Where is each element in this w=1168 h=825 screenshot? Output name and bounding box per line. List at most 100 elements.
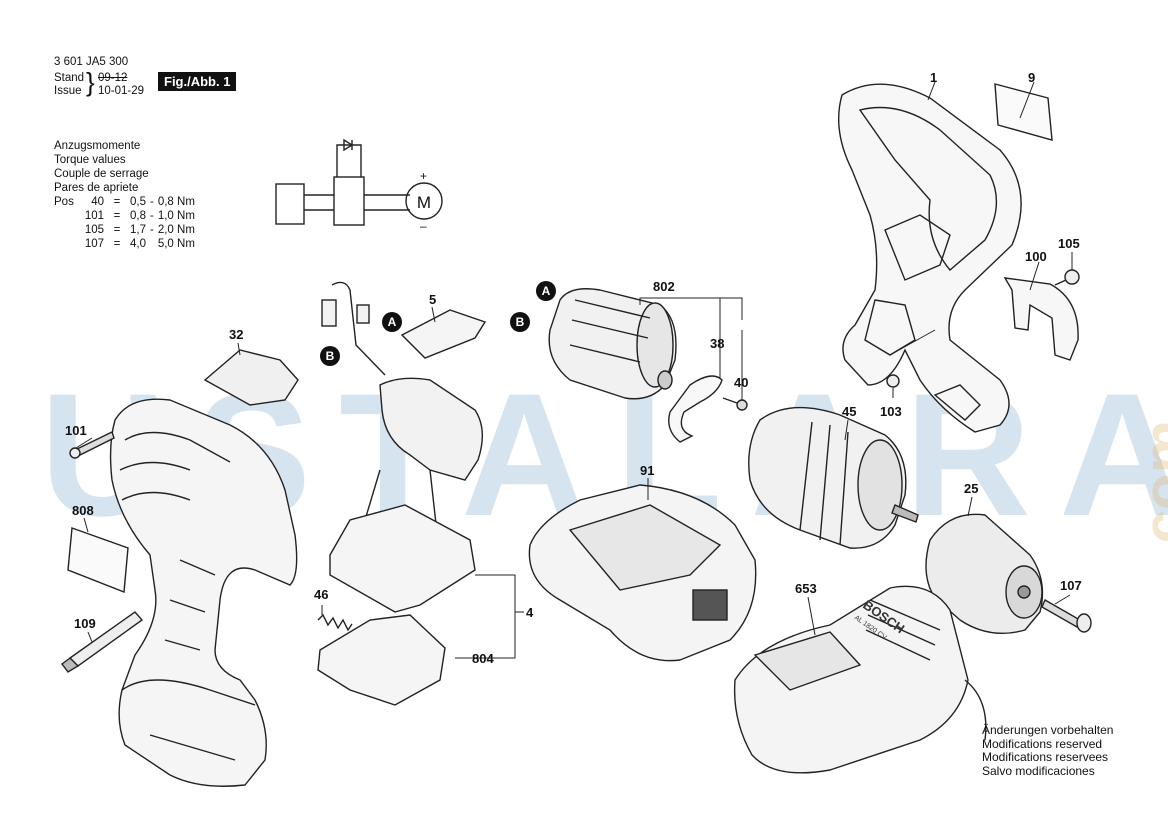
torque-max: 0,8 Nm <box>157 196 195 208</box>
motor-minus: – <box>420 219 427 233</box>
torque-eq: = <box>113 224 121 236</box>
torque-eq: = <box>113 210 121 222</box>
part-label-32: 32 <box>229 327 244 342</box>
torque-sep: - <box>150 210 154 222</box>
part-label-40: 40 <box>734 375 749 390</box>
torque-heading-4: Pares de apriete <box>54 182 139 194</box>
contact-plate <box>317 614 446 706</box>
torque-heading-3: Couple de serrage <box>54 168 149 180</box>
part-label-45: 45 <box>842 404 857 419</box>
torque-row: 107 = 4,0 5,0 Nm <box>54 237 199 251</box>
torque-row: Pos 40 = 0,5 - 0,8 Nm <box>54 195 199 209</box>
figure-label: Fig./Abb. 1 <box>158 72 237 91</box>
old-date: 09-12 <box>98 72 128 84</box>
housing-half <box>837 83 1022 433</box>
new-date: 10-01-29 <box>98 85 145 97</box>
torque-min: 0,5 <box>130 196 146 208</box>
part-label-9: 9 <box>1028 70 1036 85</box>
diode-symbol <box>343 138 354 152</box>
part-label-100: 100 <box>1025 249 1047 264</box>
brace: } <box>86 67 95 97</box>
part-label-804: 804 <box>472 651 494 666</box>
drill-housing <box>109 398 298 787</box>
part-label-38: 38 <box>710 336 725 351</box>
note-line: Änderungen vorbehalten <box>982 723 1114 737</box>
part-label-91: 91 <box>640 463 655 478</box>
label-sticker <box>994 83 1053 141</box>
warning-label <box>67 527 129 593</box>
part-label-105: 105 <box>1058 236 1080 251</box>
motor-plus: + <box>420 169 427 183</box>
screw-103 <box>886 374 900 388</box>
part-label-1: 1 <box>930 70 938 85</box>
switch-block <box>333 176 365 226</box>
chuck <box>925 513 1044 635</box>
charger <box>733 585 987 774</box>
part-label-5: 5 <box>429 292 437 307</box>
torque-table: Anzugsmomente Torque values Couple de se… <box>54 139 199 251</box>
leader-lines <box>75 81 1073 659</box>
torque-eq: = <box>113 238 121 250</box>
note-line: Modifications reservees <box>982 750 1109 764</box>
part-label-4: 4 <box>526 605 534 620</box>
part-label-25: 25 <box>964 481 979 496</box>
direction-switch <box>203 349 299 406</box>
connector-b-badge: B <box>320 346 340 366</box>
part-number: 3 601 JA5 300 <box>54 56 129 68</box>
screw-101 <box>69 431 115 459</box>
screw-105 <box>1054 269 1080 286</box>
motor-symbol <box>405 182 443 220</box>
torque-pos: 101 <box>84 210 104 222</box>
torque-eq: = <box>113 196 121 208</box>
torque-pos-label: Pos <box>54 196 74 208</box>
switch-base-plate <box>329 504 476 613</box>
torque-heading-2: Torque values <box>54 154 126 166</box>
connector-a-badge: A <box>382 312 402 332</box>
torque-pos: 40 <box>91 196 104 208</box>
torque-max: 5,0 Nm <box>157 238 195 250</box>
torque-max: 2,0 Nm <box>157 224 195 236</box>
connector-a-badge: A <box>536 281 556 301</box>
torque-min: 4,0 <box>130 238 146 250</box>
stand-label: Stand <box>54 72 85 84</box>
part-label-808: 808 <box>72 503 94 518</box>
torque-heading-1: Anzugsmomente <box>54 140 141 152</box>
switch-cap <box>400 309 487 359</box>
part-label-107: 107 <box>1060 578 1082 593</box>
torque-sep: - <box>150 196 154 208</box>
part-label-802: 802 <box>653 279 675 294</box>
spring <box>317 613 353 632</box>
switch-assembly <box>321 281 483 561</box>
torque-rows: Pos 40 = 0,5 - 0,8 Nm 101 = 0,8 - 1,0 Nm… <box>54 195 199 251</box>
motor-assembly <box>548 288 677 400</box>
battery-pack <box>528 484 757 662</box>
torque-max: 1,0 Nm <box>157 210 195 222</box>
note-line: Modifications reserved <box>982 736 1103 751</box>
part-label-46: 46 <box>314 587 329 602</box>
part-label-103: 103 <box>880 404 902 419</box>
connector-b-badge: B <box>510 312 530 332</box>
motor-letter: M <box>417 193 431 212</box>
torque-pos: 107 <box>84 238 104 250</box>
part-label-653: 653 <box>795 581 817 596</box>
part-label-109: 109 <box>74 616 96 631</box>
screwdriver-bit <box>61 611 144 673</box>
modification-notes: Änderungen vorbehalten Modifications res… <box>982 723 1114 778</box>
clip-plate <box>1003 277 1079 361</box>
part-label-101: 101 <box>65 423 87 438</box>
screw-40 <box>722 397 748 411</box>
issue-label: Issue <box>54 85 82 97</box>
mounting-plate <box>668 375 723 443</box>
torque-sep: - <box>150 224 154 236</box>
torque-pos: 105 <box>84 224 104 236</box>
torque-row: 105 = 1,7 - 2,0 Nm <box>54 223 199 237</box>
wiring-schematic <box>275 138 443 226</box>
battery-block <box>275 183 305 225</box>
screw-107 <box>1041 599 1092 633</box>
gearbox <box>748 406 919 549</box>
torque-row: 101 = 0,8 - 1,0 Nm <box>54 209 199 223</box>
torque-min: 1,7 <box>130 224 146 236</box>
note-line: Salvo modificaciones <box>982 763 1095 778</box>
torque-min: 0,8 <box>130 210 146 222</box>
